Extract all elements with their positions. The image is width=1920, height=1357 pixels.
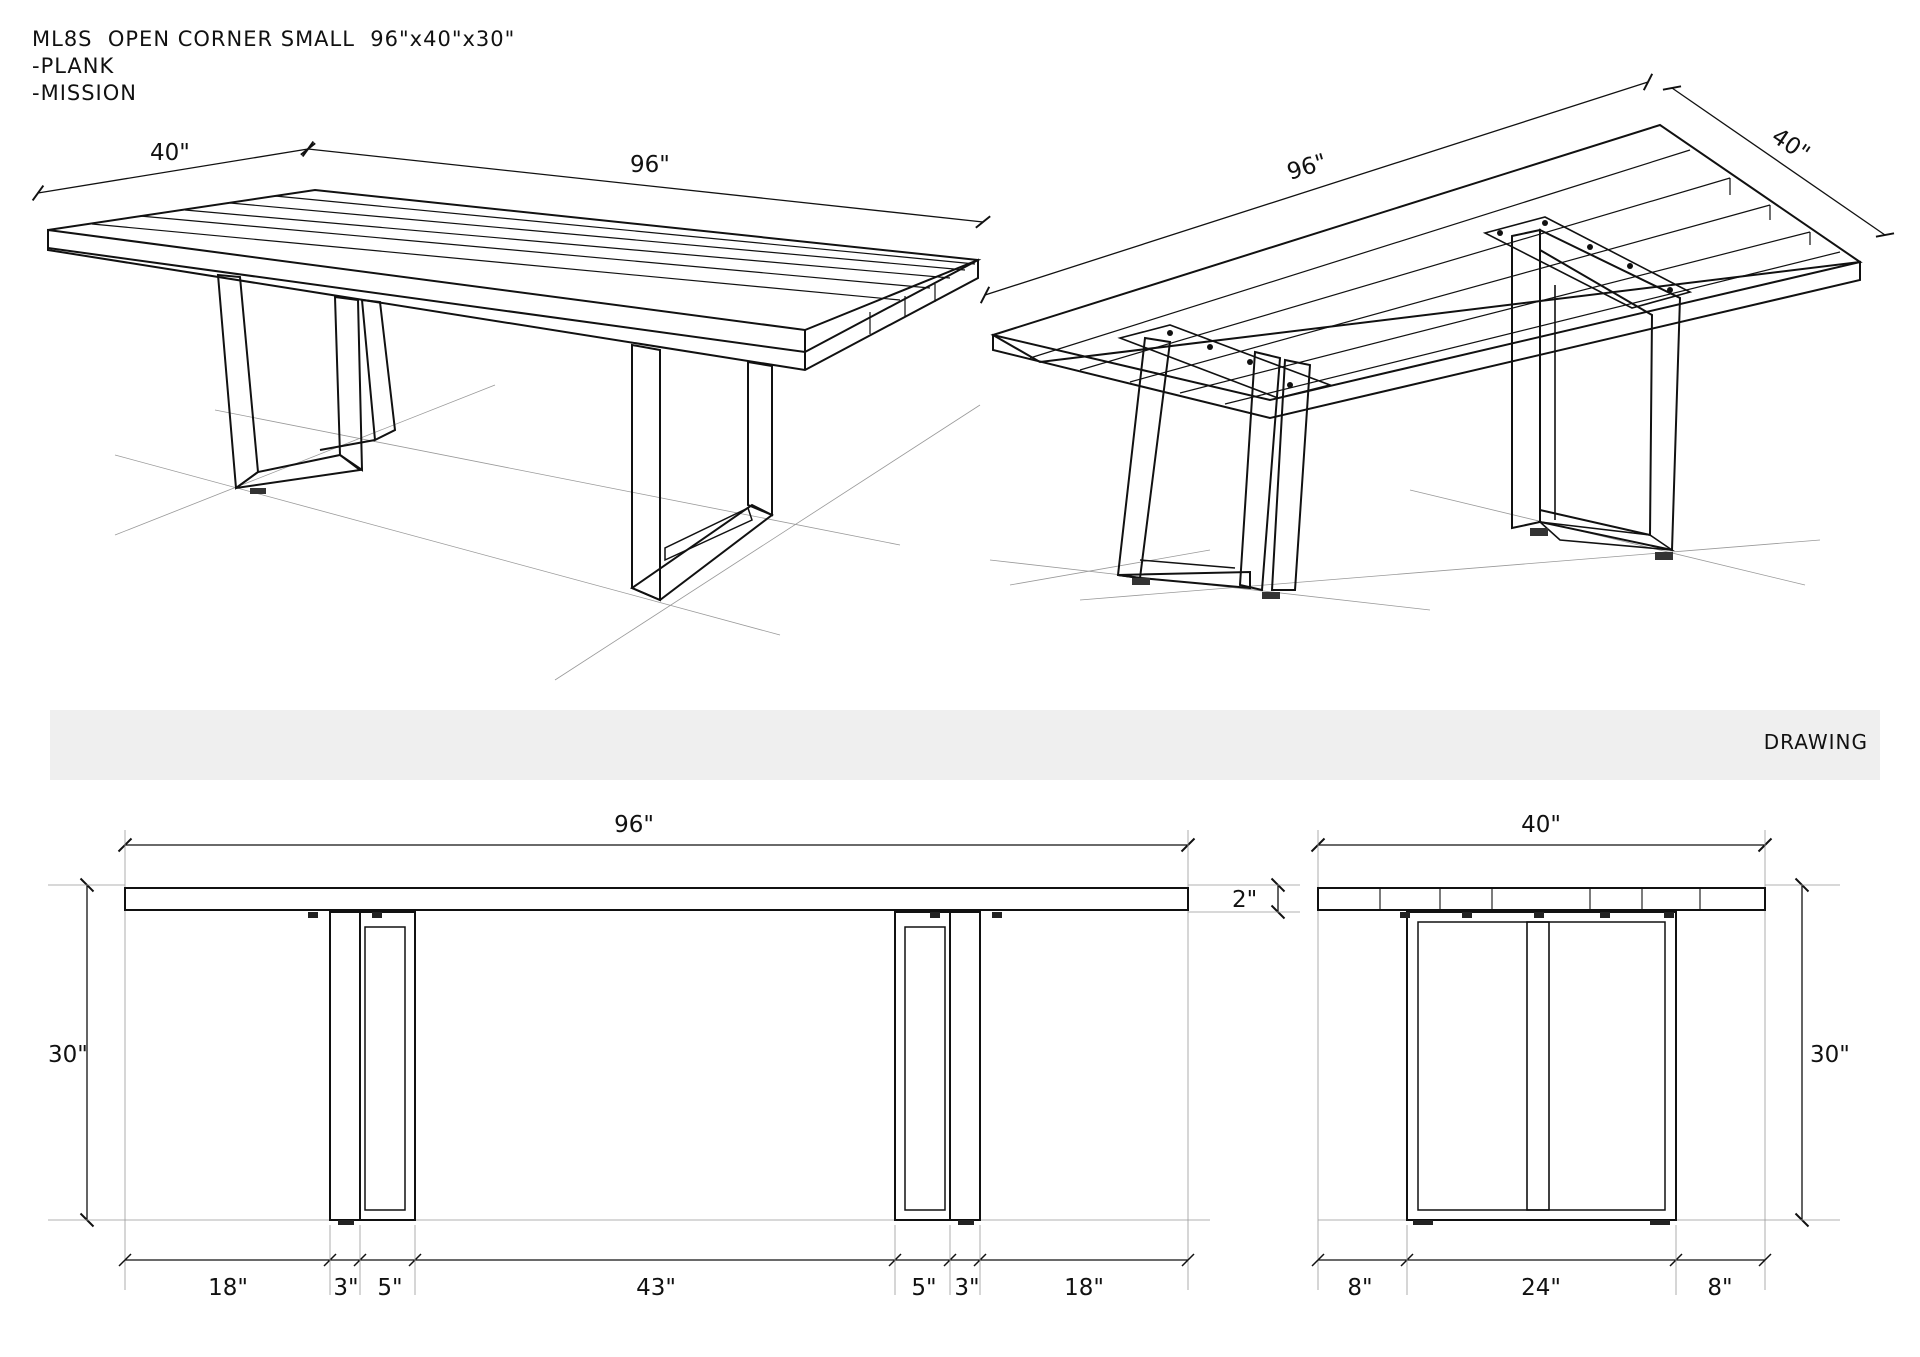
side-width-label: 40" xyxy=(1521,812,1561,838)
front-length-label: 96" xyxy=(614,812,654,838)
front-dim-2: 3" xyxy=(333,1275,358,1301)
front-dim-6: 3" xyxy=(954,1275,979,1301)
top-thickness-label: 2" xyxy=(1232,887,1257,913)
front-dim-3: 5" xyxy=(377,1275,402,1301)
perspective-right-view: 96" 40" xyxy=(979,73,1895,611)
front-elevation-view: 96" 2" 30" xyxy=(48,812,1300,1301)
left-width-label: 40" xyxy=(150,140,190,166)
section-label: DRAWING xyxy=(1763,730,1868,754)
right-width-label: 40" xyxy=(1767,123,1815,167)
front-dim-5: 5" xyxy=(911,1275,936,1301)
side-dim-1: 8" xyxy=(1347,1275,1372,1301)
base-style: -MISSION xyxy=(32,81,137,105)
model-title: ML8S OPEN CORNER SMALL 96"x40"x30" xyxy=(32,27,516,51)
side-dim-3: 8" xyxy=(1707,1275,1732,1301)
front-dim-7: 18" xyxy=(1064,1275,1104,1301)
right-length-label: 96" xyxy=(1284,149,1330,186)
top-style: -PLANK xyxy=(32,54,115,78)
front-dim-1: 18" xyxy=(208,1275,248,1301)
side-height-label: 30" xyxy=(1810,1042,1850,1068)
section-band: DRAWING xyxy=(50,710,1880,780)
front-dim-4: 43" xyxy=(636,1275,676,1301)
left-length-label: 96" xyxy=(630,152,670,178)
side-elevation-view: 40" 30" xyxy=(1310,812,1850,1301)
side-dim-2: 24" xyxy=(1521,1275,1561,1301)
title-block: ML8S OPEN CORNER SMALL 96"x40"x30" -PLAN… xyxy=(32,26,515,107)
perspective-left-view: 40" 96" xyxy=(31,140,991,681)
front-height-label: 30" xyxy=(48,1042,88,1068)
